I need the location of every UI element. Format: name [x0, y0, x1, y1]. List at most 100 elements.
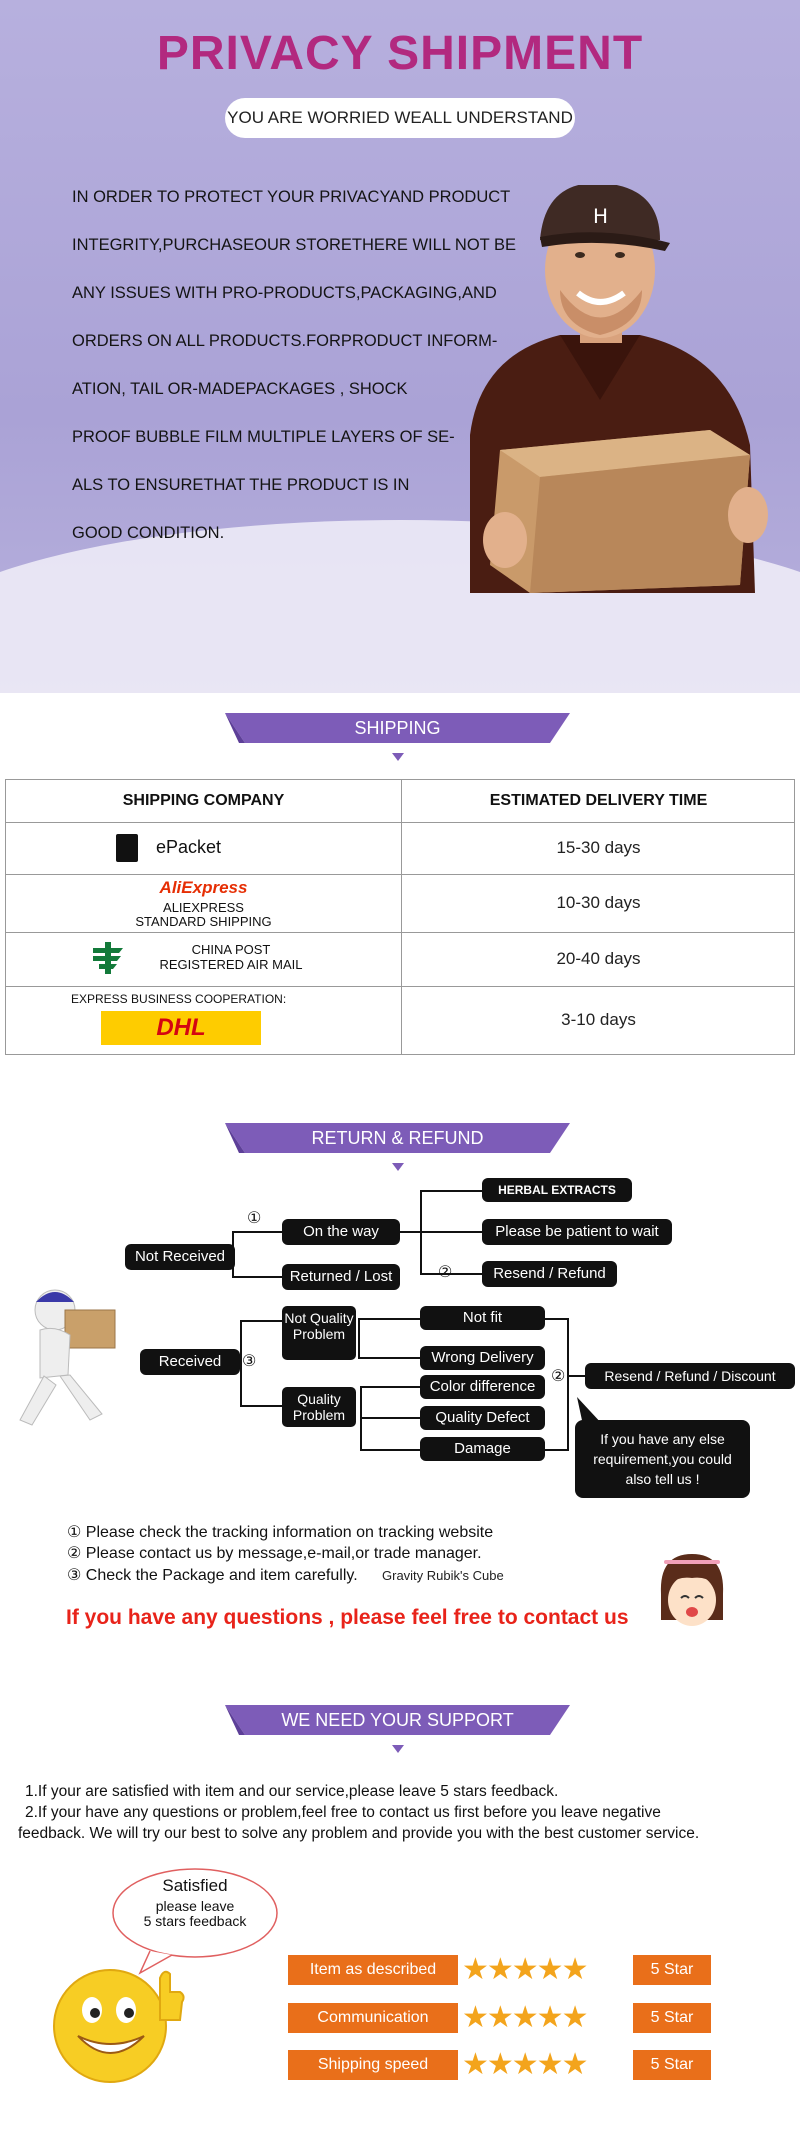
- down-arrow-icon: [392, 1745, 404, 1753]
- flow-line: [360, 1449, 422, 1451]
- rating-label: Shipping speed: [288, 2050, 458, 2080]
- star-rating: ★★★★★: [462, 1953, 588, 1986]
- delivery-days: 10-30 days: [401, 874, 795, 932]
- received-box: Received: [140, 1349, 240, 1375]
- carrier-cell: CHINA POST REGISTERED AIR MAIL: [6, 932, 401, 986]
- table-row: AliExpress ALIEXPRESS STANDARD SHIPPING …: [6, 874, 794, 933]
- not-quality-problem-box: Not Quality Problem: [282, 1306, 356, 1360]
- flow-line: [567, 1318, 569, 1450]
- hero-subtitle: YOU ARE WORRIED WEALL UNDERSTAND: [225, 98, 575, 138]
- carrier-note: EXPRESS BUSINESS COOPERATION:: [71, 992, 287, 1006]
- delivery-days: 3-10 days: [401, 986, 795, 1054]
- carrier-figure-image: [19, 1289, 116, 1426]
- support-banner: WE NEED YOUR SUPPORT: [281, 1710, 514, 1730]
- table-row: ePacket 15-30 days: [6, 822, 794, 875]
- carrier-service: REGISTERED AIR MAIL: [159, 957, 303, 972]
- returned-lost-box: Returned / Lost: [282, 1264, 400, 1290]
- contact-us-text: If you have any questions , please feel …: [66, 1606, 629, 1629]
- carrier-cell: EXPRESS BUSINESS COOPERATION: DHL: [6, 986, 401, 1054]
- epacket-icon: [116, 834, 138, 862]
- shipping-table: SHIPPING COMPANY ESTIMATED DELIVERY TIME…: [5, 779, 795, 1055]
- shipping-banner: SHIPPING: [354, 718, 441, 738]
- quality-defect-box: Quality Defect: [420, 1406, 545, 1430]
- flow-line: [232, 1231, 282, 1233]
- brand-note: Gravity Rubik's Cube: [382, 1568, 504, 1583]
- flow-line: [420, 1231, 482, 1233]
- support-banner-bg: [225, 1705, 570, 1735]
- hero-text-line: GOOD CONDITION.: [72, 524, 225, 542]
- hero-text-line: INTEGRITY,PURCHASEOUR STORETHERE WILL NO…: [72, 236, 517, 254]
- hero-text-line: ANY ISSUES WITH PRO-PRODUCTS,PACKAGING,A…: [72, 284, 497, 302]
- rating-label: Communication: [288, 2003, 458, 2033]
- refund-note: ③ Check the Package and item carefully.: [67, 1567, 358, 1584]
- store-box: HERBAL EXTRACTS Store: [482, 1178, 632, 1221]
- carrier-name: CHINA POST: [191, 942, 271, 957]
- step-marker: ①: [247, 1210, 262, 1227]
- damage-box: Damage: [420, 1437, 545, 1461]
- rating-badge: 5 Star: [633, 2050, 711, 2080]
- support-text: 2.If your have any questions or problem,…: [25, 1804, 661, 1821]
- flow-line: [567, 1375, 585, 1377]
- step-marker: ②: [438, 1264, 453, 1281]
- support-girl-icon: [660, 1554, 724, 1626]
- down-arrow-icon: [392, 753, 404, 761]
- hero-text-line: ORDERS ON ALL PRODUCTS.FORPRODUCT INFORM…: [72, 332, 498, 350]
- bubble-tail: [577, 1397, 603, 1425]
- support-text: 1.If your are satisfied with item and ou…: [25, 1783, 559, 1800]
- requirement-bubble: If you have any else requirement,you cou…: [575, 1420, 750, 1498]
- flow-line: [420, 1190, 482, 1192]
- refund-note: ① Please check the tracking information …: [67, 1524, 494, 1541]
- table-row: EXPRESS BUSINESS COOPERATION: DHL 3-10 d…: [6, 986, 794, 1054]
- flow-line: [420, 1273, 482, 1275]
- table-header-row: SHIPPING COMPANY ESTIMATED DELIVERY TIME: [6, 780, 794, 823]
- column-header: ESTIMATED DELIVERY TIME: [401, 780, 795, 822]
- china-post-icon: [93, 942, 123, 974]
- hero-text-line: ALS TO ENSURETHAT THE PRODUCT IS IN: [72, 476, 410, 494]
- column-header: SHIPPING COMPANY: [122, 792, 285, 809]
- hero-text-line: PROOF BUBBLE FILM MULTIPLE LAYERS OF SE-: [72, 428, 455, 446]
- rating-badge: 5 Star: [633, 1955, 711, 1985]
- cap-logo: ᕼ: [593, 204, 608, 228]
- flow-line: [360, 1417, 422, 1419]
- resend-refund-discount-box: Resend / Refund / Discount: [585, 1363, 795, 1389]
- wrong-delivery-box: Wrong Delivery: [420, 1346, 545, 1370]
- aliexpress-logo: AliExpress: [159, 878, 248, 897]
- resend-refund-box: Resend / Refund: [482, 1261, 617, 1287]
- refund-banner: RETURN & REFUND: [311, 1128, 484, 1148]
- star-rating: ★★★★★: [462, 2048, 588, 2081]
- not-received-box: Not Received: [125, 1244, 235, 1270]
- table-row: CHINA POST REGISTERED AIR MAIL 20-40 day…: [6, 932, 794, 987]
- color-difference-box: Color difference: [420, 1375, 545, 1399]
- flow-line: [358, 1357, 420, 1359]
- flow-line: [240, 1320, 282, 1322]
- delivery-man-image: ᕼ: [470, 185, 768, 593]
- hero-text-line: IN ORDER TO PROTECT YOUR PRIVACYAND PROD…: [72, 188, 511, 206]
- flow-line: [240, 1320, 242, 1406]
- be-patient-box: Please be patient to wait: [482, 1219, 672, 1245]
- rating-badge: 5 Star: [633, 2003, 711, 2033]
- rating-label: Item as described: [288, 1955, 458, 1985]
- carrier-cell: ePacket: [6, 822, 401, 874]
- delivery-days: 20-40 days: [401, 932, 795, 986]
- carrier-name: ePacket: [156, 837, 222, 857]
- step-marker: ③: [242, 1353, 257, 1370]
- quality-problem-box: Quality Problem: [282, 1387, 356, 1427]
- flow-line: [358, 1318, 360, 1358]
- star-rating: ★★★★★: [462, 2001, 588, 2034]
- flow-line: [400, 1231, 422, 1233]
- carrier-name: ALIEXPRESS: [163, 900, 244, 915]
- on-the-way-box: On the way: [282, 1219, 400, 1245]
- delivery-days: 15-30 days: [401, 822, 795, 874]
- flow-line: [545, 1318, 569, 1320]
- flow-line: [358, 1318, 420, 1320]
- satisfied-title: Satisfied: [162, 1876, 228, 1895]
- shipping-banner-bg: [225, 713, 570, 743]
- page-title: PRIVACY SHIPMENT: [156, 27, 644, 80]
- step-marker: ②: [551, 1368, 566, 1385]
- refund-banner-bg: [225, 1123, 570, 1153]
- privacy-hero: PRIVACY SHIPMENT YOU ARE WORRIED WEALL U…: [0, 0, 800, 693]
- down-arrow-icon: [392, 1163, 404, 1171]
- satisfied-line: 5 stars feedback: [143, 1913, 247, 1929]
- carrier-service: STANDARD SHIPPING: [135, 914, 272, 929]
- flow-line: [545, 1449, 569, 1451]
